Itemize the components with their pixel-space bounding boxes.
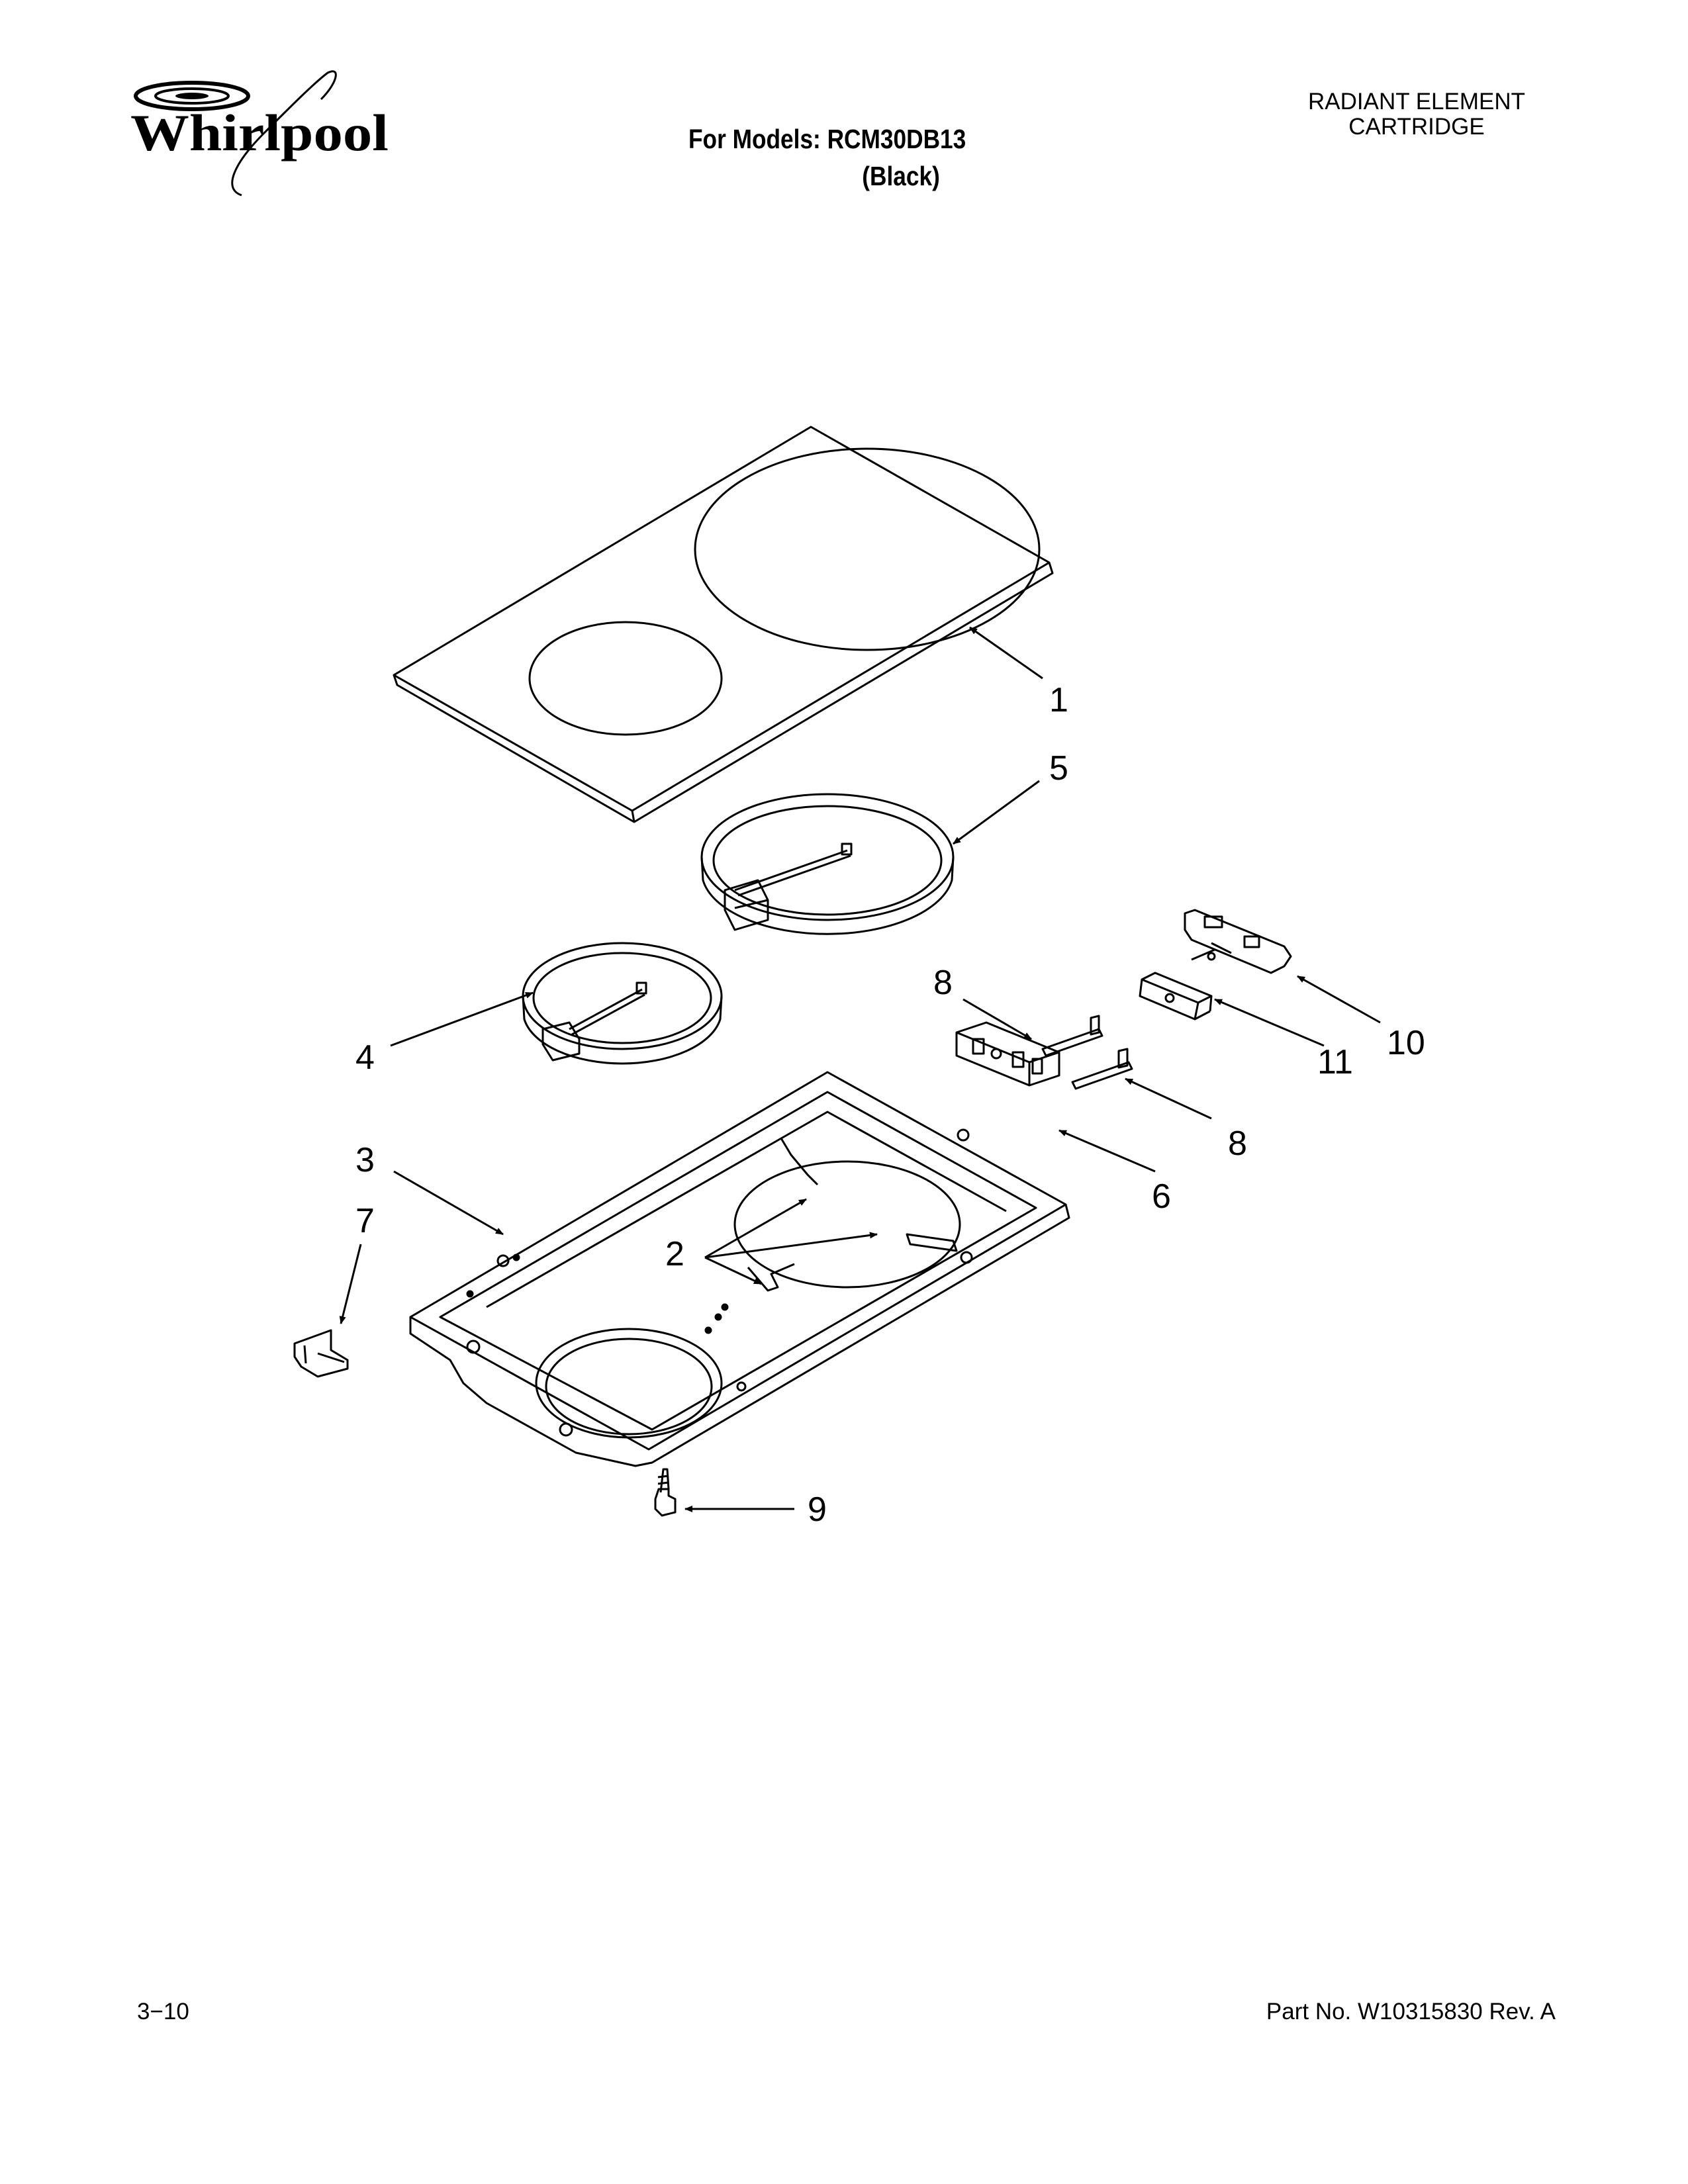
callout-10: 10: [1387, 1024, 1425, 1062]
clip-part: [293, 1329, 349, 1378]
callout-2: 2: [665, 1235, 684, 1273]
section-title-line-2: CARTRIDGE: [1348, 114, 1485, 140]
glass-cooktop-part: [393, 426, 1054, 823]
large-radiant-element-part: [700, 793, 955, 935]
part-number: Part No. W10315830 Rev. A: [1266, 1999, 1556, 2025]
section-title: RADIANT ELEMENT CARTRIDGE: [1244, 89, 1589, 140]
callout-5: 5: [1049, 749, 1068, 788]
callout-7: 7: [355, 1202, 375, 1240]
whirlpool-wordmark: Whirlpool: [130, 104, 389, 161]
bracket-part-upper: [1041, 1015, 1103, 1057]
model-info: For Models: RCM30DB13 (Black): [688, 120, 1059, 195]
model-color-line: (Black): [862, 161, 940, 191]
callout-4: 4: [355, 1038, 375, 1077]
callout-6: 6: [1152, 1177, 1171, 1216]
section-title-line-1: RADIANT ELEMENT: [1307, 89, 1526, 114]
bracket-part-lower: [1071, 1048, 1133, 1090]
model-number-line: For Models: RCM30DB13: [688, 124, 966, 154]
whirlpool-logo-graphic: Whirlpool: [130, 70, 389, 197]
callout-8-lower: 8: [1228, 1124, 1247, 1163]
terminal-block-part: [955, 1021, 1060, 1087]
whirlpool-logo: Whirlpool: [129, 69, 407, 202]
page-number: 3−10: [137, 1999, 189, 2025]
small-radiant-element-part: [522, 942, 723, 1065]
callout-9: 9: [808, 1490, 827, 1529]
callout-3: 3: [355, 1141, 375, 1179]
callout-11: 11: [1317, 1043, 1353, 1081]
callout-8-upper: 8: [933, 964, 953, 1002]
switch-bracket-part: [1184, 909, 1292, 974]
cover-plate-part: [1139, 972, 1213, 1021]
screw-part: [654, 1468, 677, 1517]
burner-box-part: [409, 1071, 1070, 1467]
callout-1: 1: [1049, 681, 1068, 719]
